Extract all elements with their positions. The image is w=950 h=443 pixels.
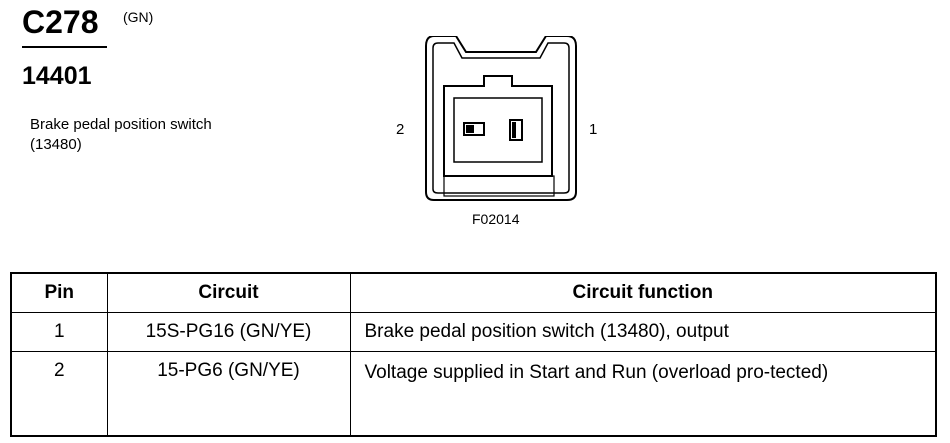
connector-housing-outline	[425, 36, 577, 201]
component-description: Brake pedal position switch (13480)	[30, 116, 212, 153]
cell-pin: 1	[10, 312, 108, 352]
header-pin: Pin	[10, 272, 108, 313]
table-header-row: Pin Circuit Circuit function	[10, 272, 937, 313]
pin-label-1: 1	[589, 121, 598, 138]
cell-circuit: 15-PG6 (GN/YE)	[106, 351, 351, 436]
connector-color-code: (GN)	[123, 9, 154, 25]
cell-function: Voltage supplied in Start and Run (overl…	[349, 351, 937, 436]
connector-face-diagram	[425, 36, 577, 201]
connector-id: C278	[22, 4, 99, 40]
cell-circuit: 15S-PG16 (GN/YE)	[106, 312, 351, 352]
table-row: 2 15-PG6 (GN/YE) Voltage supplied in Sta…	[10, 351, 937, 436]
header-circuit-function: Circuit function	[349, 272, 937, 313]
terminal-cavity-block	[443, 75, 553, 177]
title-underline	[22, 46, 107, 48]
pin-label-2: 2	[396, 121, 405, 138]
part-number: 14401	[22, 62, 92, 90]
pin-table: Pin Circuit Circuit function 1 15S-PG16 …	[10, 272, 937, 437]
cell-pin: 2	[10, 351, 108, 436]
cell-function: Brake pedal position switch (13480), out…	[349, 312, 937, 352]
table-row: 1 15S-PG16 (GN/YE) Brake pedal position …	[10, 312, 937, 352]
figure-code: F02014	[472, 211, 520, 227]
header-circuit: Circuit	[106, 272, 351, 313]
